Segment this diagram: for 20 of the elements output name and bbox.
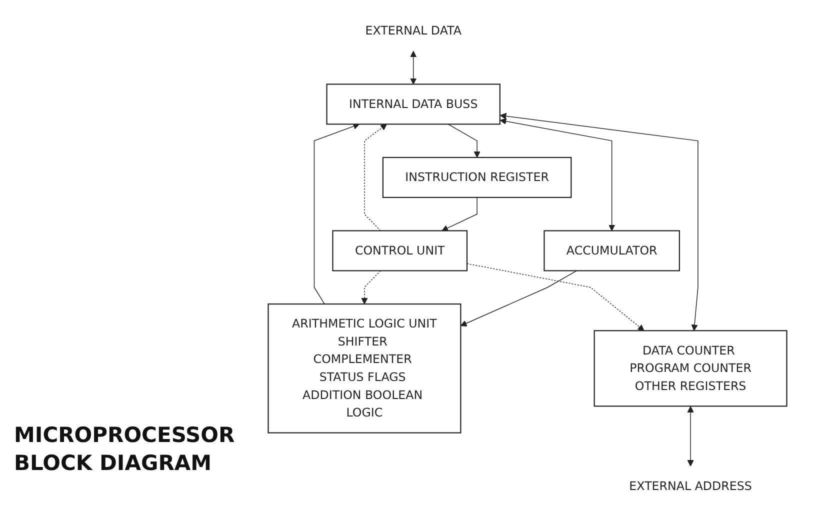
node-box: ARITHMETIC LOGIC UNIT SHIFTER COMPLEMENTER STATUS FLAGS ADDITION BOOLEAN LOGIC bbox=[268, 303, 462, 434]
node-box: CONTROL UNIT bbox=[332, 230, 468, 272]
node-box: ACCUMULATOR bbox=[544, 230, 680, 272]
arrow bbox=[364, 124, 387, 232]
arrow bbox=[466, 263, 644, 331]
arrow bbox=[448, 124, 480, 158]
diagram-title: MICROPROCESSOR BLOCK DIAGRAM bbox=[14, 422, 236, 477]
arrow bbox=[500, 118, 616, 232]
node-box: INSTRUCTION REGISTER bbox=[382, 156, 572, 198]
arrow bbox=[500, 112, 698, 331]
node-text: EXTERNAL DATA bbox=[365, 24, 462, 38]
arrow bbox=[314, 123, 360, 304]
arrow bbox=[687, 406, 694, 466]
node-text: EXTERNAL ADDRESS bbox=[629, 478, 752, 493]
arrow bbox=[361, 270, 381, 304]
arrow bbox=[460, 270, 578, 326]
node-box: DATA COUNTER PROGRAM COUNTER OTHER REGISTERS bbox=[594, 330, 788, 407]
arrow bbox=[442, 197, 478, 232]
node-box: INTERNAL DATA BUSS bbox=[326, 84, 500, 125]
arrow bbox=[410, 50, 417, 84]
